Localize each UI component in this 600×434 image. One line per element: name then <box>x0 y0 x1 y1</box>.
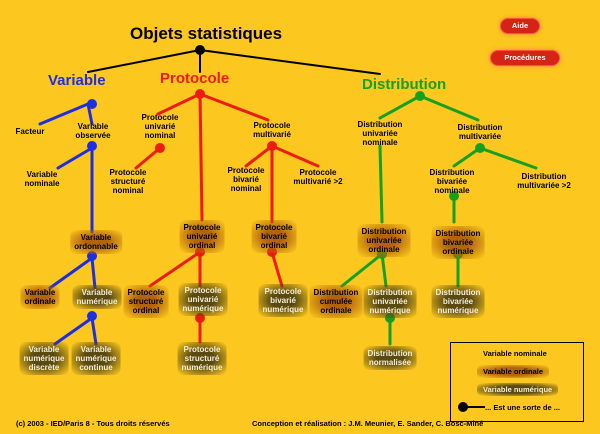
legend-sorte-de: ... Est une sorte de ... <box>485 403 561 412</box>
heading-protocole[interactable]: Protocole <box>160 70 230 87</box>
legend-variable-ordinale: Variable ordinale <box>477 365 550 378</box>
legend: Variable nominale Variable ordinale Vari… <box>450 342 584 422</box>
legend-variable-numerique: Variable numérique <box>477 383 559 396</box>
footer-copyright: (c) 2003 - IED/Paris 8 - Tous droits rés… <box>16 419 170 428</box>
heading-distribution[interactable]: Distribution <box>362 76 447 93</box>
node-facteur[interactable]: Facteur <box>15 127 45 136</box>
aide-button[interactable]: Aide <box>500 18 540 34</box>
legend-arrow-icon <box>458 402 485 412</box>
heading-variable[interactable]: Variable <box>48 72 106 89</box>
procedures-button[interactable]: Procédures <box>490 50 560 66</box>
legend-variable-nominale: Variable nominale <box>483 349 547 358</box>
page-title: Objets statistiques <box>130 24 283 43</box>
footer-credits: Conception et réalisation : J.M. Meunier… <box>252 419 484 428</box>
